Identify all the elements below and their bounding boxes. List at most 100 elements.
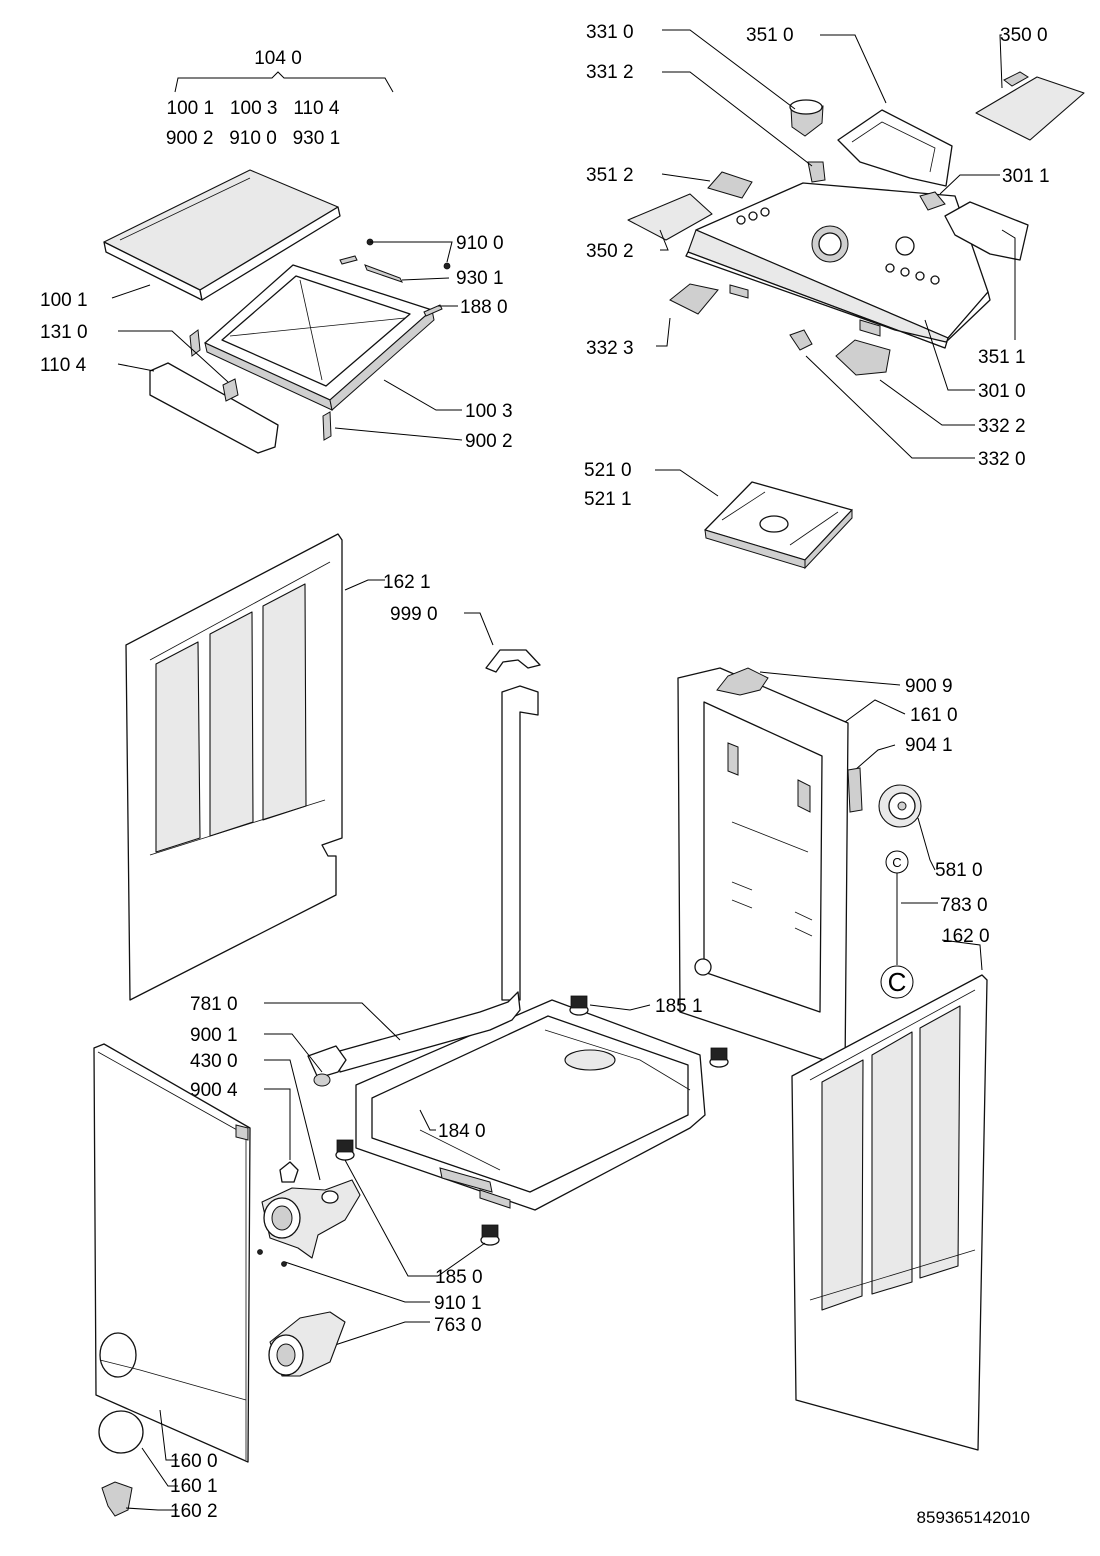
leader-999-0 [464, 612, 494, 646]
knob-shaft-part [807, 161, 826, 183]
clamp-900-4 [279, 1161, 299, 1183]
leader-351-1 [1001, 229, 1016, 340]
label-763-0: 763 0 [434, 1315, 482, 1336]
leader-185-1 [589, 1004, 651, 1011]
leader-581-0 [917, 817, 936, 871]
leader-910-0 [370, 241, 453, 263]
label-910-1: 910 1 [434, 1293, 482, 1314]
leader-162-0 [941, 939, 983, 971]
front-trim-part [149, 362, 279, 454]
buttons-332-2 [835, 339, 891, 376]
label-783-0: 783 0 [940, 895, 988, 916]
front-panel-160-0 [93, 1043, 251, 1463]
knob-part [789, 99, 824, 137]
label-581-0: 581 0 [935, 860, 983, 881]
leader-521-0 [655, 469, 719, 497]
leader-100-3 [383, 379, 462, 411]
label-351-0: 351 0 [746, 25, 794, 46]
pin-900-2 [322, 411, 332, 441]
base-frame-184-0 [355, 999, 706, 1211]
leader-301-0 [924, 319, 975, 391]
leader-185-0 [344, 1159, 486, 1277]
screw-910-1b [281, 1261, 287, 1267]
label-350-0: 350 0 [1000, 25, 1048, 46]
top-lid-part [103, 169, 341, 301]
group-label-title: 104 0 [254, 48, 302, 69]
leader-331-2 [662, 71, 813, 167]
label-521-0: 521 0 [584, 460, 632, 481]
label-100-3: 100 3 [465, 401, 513, 422]
connector-c-big-label: C [888, 967, 907, 997]
hose-bend-999-0 [485, 649, 541, 673]
leader-350-0 [999, 34, 1003, 89]
rod-188-0 [423, 304, 443, 317]
leader-100-1 [111, 284, 151, 299]
bracket-351-2 [707, 171, 753, 199]
leader-184-0 [419, 1109, 436, 1131]
label-904-1: 904 1 [905, 735, 953, 756]
label-188-0: 188 0 [460, 297, 508, 318]
label-185-0: 185 0 [435, 1267, 483, 1288]
label-332-3: 332 3 [586, 338, 634, 359]
leader-160-1 [141, 1447, 178, 1487]
side-panel-162-1 [125, 533, 343, 1001]
leader-332-3 [656, 317, 671, 347]
connector-c-big [880, 965, 914, 999]
label-100-1: 100 1 [40, 290, 88, 311]
leader-900-4 [264, 1088, 291, 1160]
rod-small [339, 255, 358, 265]
leader-351-0 [820, 34, 887, 104]
button-301-1 [919, 191, 946, 211]
leader-331-0 [662, 29, 796, 110]
leader-160-2 [125, 1507, 178, 1511]
side-panel-162-0 [791, 974, 988, 1451]
document-number: 859365142010 [917, 1508, 1030, 1527]
leader-781-0 [264, 1002, 401, 1041]
label-301-1: 301 1 [1002, 166, 1050, 187]
leader-904-1 [854, 744, 896, 771]
label-160-2: 160 2 [170, 1501, 218, 1522]
group-bracket [174, 71, 394, 93]
screw-910-1a [257, 1249, 263, 1255]
hose-end [307, 1045, 347, 1079]
label-331-2: 331 2 [586, 62, 634, 83]
foot-185-1-b [709, 1047, 729, 1068]
drain-hose-781-0 [335, 991, 521, 1073]
leader-350-2 [659, 229, 669, 251]
label-162-0: 162 0 [942, 926, 990, 947]
button-332-0 [789, 329, 813, 351]
pcb-350-0 [975, 76, 1085, 141]
drain-pump-430-0 [261, 1179, 361, 1259]
group-label-line1: 100 1 100 3 110 4 [167, 98, 340, 119]
pcb-350-0-connector [1003, 71, 1029, 87]
foot-185-1-a [569, 995, 589, 1016]
flap-160-1 [98, 1410, 144, 1454]
label-900-4: 900 4 [190, 1080, 238, 1101]
leader-900-2 [334, 427, 463, 441]
label-331-0: 331 0 [586, 22, 634, 43]
leader-900-9 [759, 671, 901, 686]
leader-162-1 [344, 579, 385, 591]
lid-frame-part [204, 264, 435, 411]
pump-filter-763-0 [268, 1311, 346, 1377]
leader-351-2 [661, 173, 711, 182]
foot-185-0-a [335, 1139, 355, 1161]
group-label-line2: 900 2 910 0 930 1 [166, 128, 340, 149]
leader-160-0 [159, 1409, 178, 1461]
leader-161-0 [844, 699, 906, 723]
clip-904-1 [847, 767, 863, 813]
lid-assembly-group-label: 104 0 100 1 100 3 110 4 900 2 910 0 930 … [166, 48, 394, 149]
label-999-0: 999 0 [390, 604, 438, 625]
leader-110-4 [117, 363, 155, 372]
leader-900-1 [264, 1033, 323, 1073]
label-350-2: 350 2 [586, 241, 634, 262]
label-162-1: 162 1 [383, 572, 431, 593]
rod-930-1 [364, 264, 403, 283]
connector-c-small-label: C [892, 855, 901, 870]
label-351-1: 351 1 [978, 347, 1026, 368]
label-900-2: 900 2 [465, 431, 513, 452]
label-184-0: 184 0 [438, 1121, 486, 1142]
leader-910-1 [284, 1261, 430, 1303]
buttons-332-3 [669, 283, 719, 315]
